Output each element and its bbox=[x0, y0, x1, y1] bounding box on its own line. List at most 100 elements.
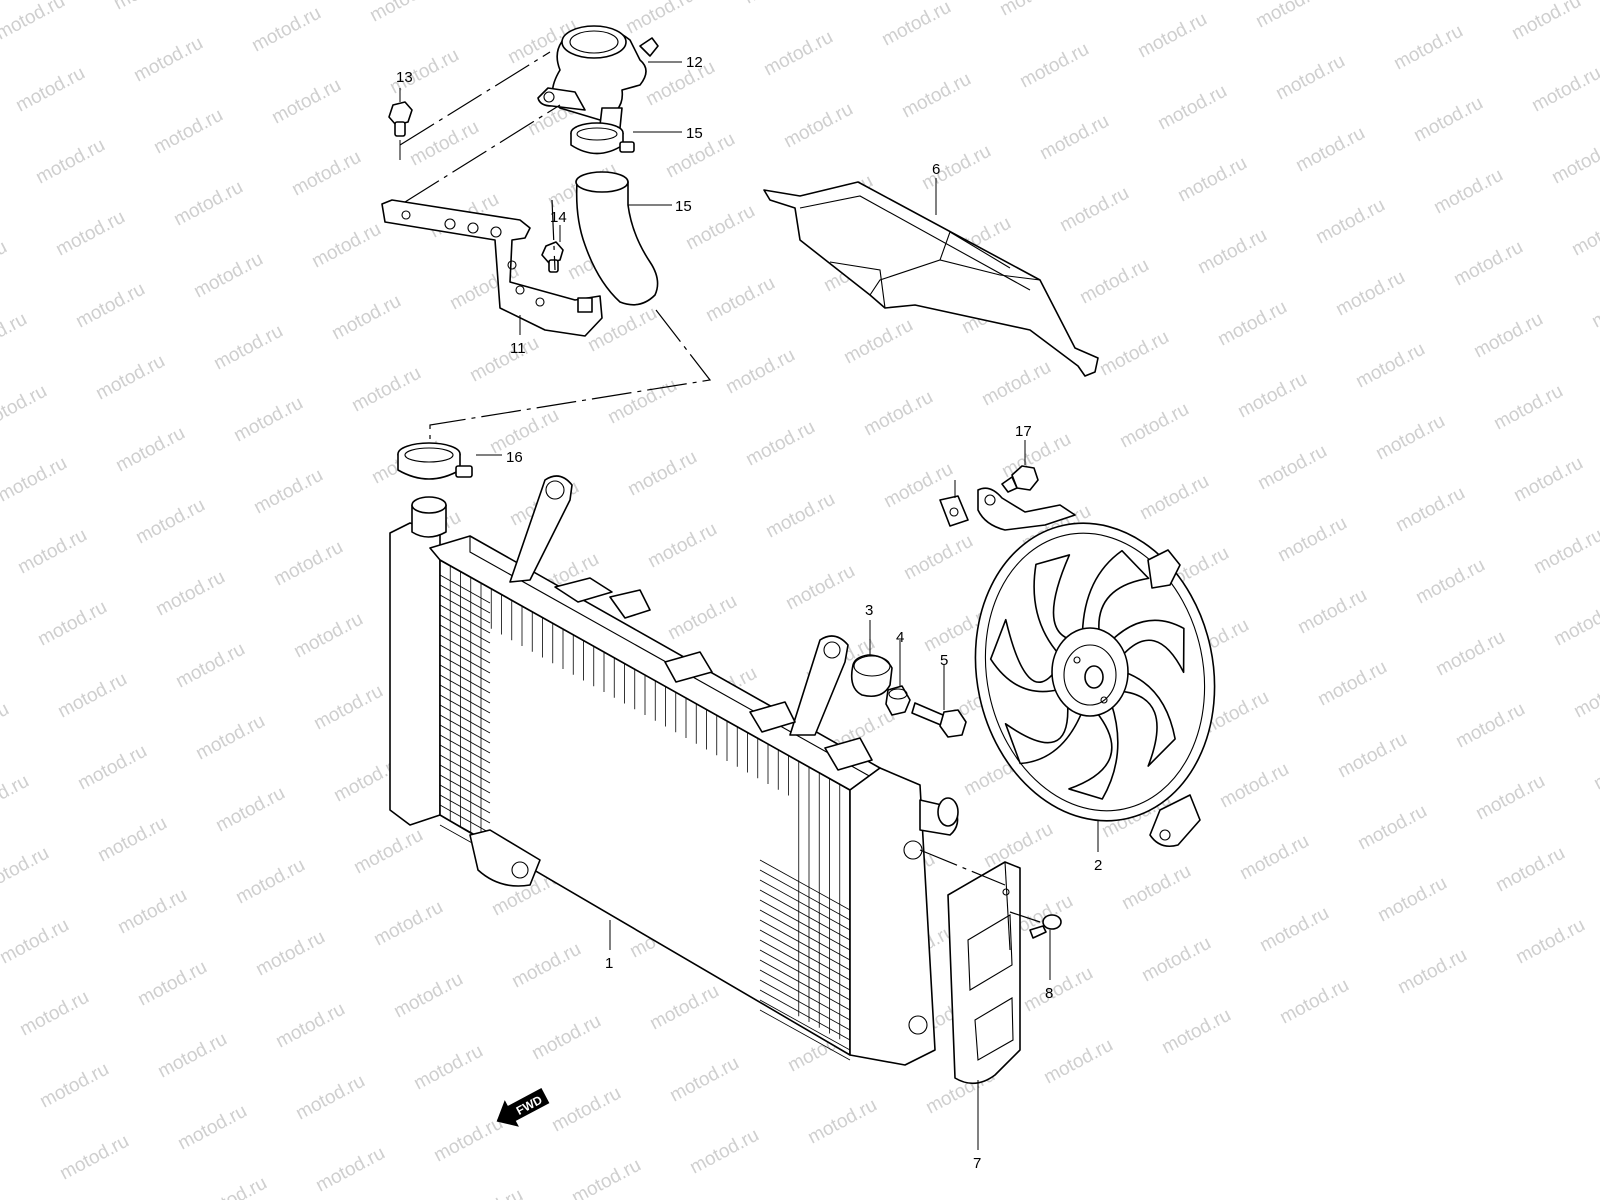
watermark-text: motod.ru bbox=[1452, 699, 1528, 753]
watermark-text: motod.ru bbox=[134, 957, 210, 1011]
watermark-text: motod.ru bbox=[1272, 51, 1348, 105]
watermark-text: motod.ru bbox=[1372, 411, 1448, 465]
callout-13: 14 bbox=[550, 209, 567, 226]
core-fin bbox=[759, 929, 851, 981]
watermark-text: motod.ru bbox=[1314, 657, 1390, 711]
watermark-text: motod.ru bbox=[980, 819, 1056, 873]
part-17-nut bbox=[939, 495, 969, 527]
core-fin bbox=[439, 584, 491, 614]
watermark-text: motod.ru bbox=[1174, 153, 1250, 207]
watermark-text: motod.ru bbox=[1040, 1035, 1116, 1089]
fan-blade bbox=[1110, 619, 1185, 674]
watermark-text: motod.ru bbox=[1158, 1005, 1234, 1059]
watermark-text: motod.ru bbox=[1548, 135, 1600, 189]
watermark-text: motod.ru bbox=[170, 177, 246, 231]
watermark-text: motod.ru bbox=[918, 141, 994, 195]
watermark-text: motod.ru bbox=[312, 1143, 388, 1197]
watermark-text: motod.ru bbox=[450, 1185, 526, 1200]
watermark-text: motod.ru bbox=[1236, 831, 1312, 885]
core-fin bbox=[759, 859, 851, 911]
watermark-text: motod.ru bbox=[94, 813, 170, 867]
part-10-bracket bbox=[381, 199, 603, 337]
watermark-text: motod.ru bbox=[210, 321, 286, 375]
watermark-text: motod.ru bbox=[370, 897, 446, 951]
watermark-text: motod.ru bbox=[1194, 225, 1270, 279]
fan-blade bbox=[1081, 549, 1150, 635]
watermark-text: motod.ru bbox=[194, 1173, 270, 1200]
watermark-text: motod.ru bbox=[740, 0, 816, 8]
callout-10: 11 bbox=[510, 340, 526, 357]
watermark-text: motod.ru bbox=[72, 279, 148, 333]
watermark-text: motod.ru bbox=[1216, 759, 1292, 813]
core-fin bbox=[439, 644, 491, 674]
callout-1: 1 bbox=[605, 955, 613, 972]
watermark-text: motod.ru bbox=[900, 531, 976, 585]
watermark-text: motod.ru bbox=[1568, 207, 1600, 261]
watermark-text: motod.ru bbox=[1412, 555, 1488, 609]
watermark-text: motod.ru bbox=[268, 75, 344, 129]
core-fin bbox=[439, 794, 491, 824]
watermark-text: motod.ru bbox=[16, 987, 92, 1041]
watermark-text: motod.ru bbox=[1392, 483, 1468, 537]
watermark-text: motod.ru bbox=[840, 315, 916, 369]
watermark-text: motod.ru bbox=[1312, 195, 1388, 249]
core-fin bbox=[759, 919, 851, 971]
watermark-text: motod.ru bbox=[548, 1083, 624, 1137]
watermark-text: motod.ru bbox=[190, 249, 266, 303]
watermark-text: motod.ru bbox=[406, 117, 482, 171]
core-fin bbox=[439, 784, 491, 814]
watermark-text: motod.ru bbox=[1370, 0, 1446, 2]
callout-6: 6 bbox=[932, 161, 940, 178]
core-fin bbox=[439, 674, 491, 704]
core-fin bbox=[439, 694, 491, 724]
watermark-text: motod.ru bbox=[132, 495, 208, 549]
watermark-text: motod.ru bbox=[212, 783, 288, 837]
watermark-text: motod.ru bbox=[1020, 963, 1096, 1017]
watermark-text: motod.ru bbox=[0, 771, 33, 825]
watermark-text: motod.ru bbox=[1056, 183, 1132, 237]
watermark-text: motod.ru bbox=[36, 1059, 112, 1113]
callout-7: 7 bbox=[973, 1155, 981, 1172]
core-fin bbox=[439, 704, 491, 734]
watermark-text: motod.ru bbox=[1276, 975, 1352, 1029]
core-fin bbox=[439, 804, 491, 834]
core-fin bbox=[439, 604, 491, 634]
part-16-bolt bbox=[1001, 465, 1039, 493]
watermark-text: motod.ru bbox=[1492, 843, 1568, 897]
part-4-collar bbox=[885, 685, 911, 716]
core-fin bbox=[439, 714, 491, 744]
watermark-text: motod.ru bbox=[1116, 399, 1192, 453]
watermark-text: motod.ru bbox=[624, 447, 700, 501]
watermark-text: motod.ru bbox=[508, 939, 584, 993]
watermark-text: motod.ru bbox=[1528, 63, 1600, 117]
callout-2: 2 bbox=[1094, 857, 1102, 874]
watermark-text: motod.ru bbox=[1588, 279, 1600, 333]
watermark-text: motod.ru bbox=[1154, 81, 1230, 135]
watermark-text: motod.ru bbox=[1510, 453, 1586, 507]
watermark-text: motod.ru bbox=[780, 99, 856, 153]
watermark-text: motod.ru bbox=[1254, 441, 1330, 495]
callout-4: 4 bbox=[896, 629, 904, 646]
watermark-text: motod.ru bbox=[1134, 9, 1210, 63]
watermark-text: motod.ru bbox=[112, 423, 188, 477]
watermark-text: motod.ru bbox=[528, 1011, 604, 1065]
core-fin bbox=[439, 684, 491, 714]
watermark-text: motod.ru bbox=[34, 597, 110, 651]
part-2-cooling-fan bbox=[974, 487, 1216, 848]
watermark-text: motod.ru bbox=[682, 201, 758, 255]
watermark-text: motod.ru bbox=[1076, 255, 1152, 309]
core-fin bbox=[439, 634, 491, 664]
watermark-text: motod.ru bbox=[860, 387, 936, 441]
callout-5: 5 bbox=[940, 652, 948, 669]
watermark-text: motod.ru bbox=[604, 375, 680, 429]
watermark-text: motod.ru bbox=[0, 699, 13, 753]
watermark-text: motod.ru bbox=[350, 825, 426, 879]
callout-15b: 16 bbox=[506, 449, 523, 466]
watermark-text: motod.ru bbox=[898, 69, 974, 123]
watermark-text: motod.ru bbox=[32, 135, 108, 189]
watermark-text: motod.ru bbox=[1256, 903, 1332, 957]
fan-blade bbox=[989, 618, 1061, 693]
core-fin bbox=[439, 614, 491, 644]
watermark-text: motod.ru bbox=[174, 1101, 250, 1155]
watermark-text: motod.ru bbox=[1352, 339, 1428, 393]
